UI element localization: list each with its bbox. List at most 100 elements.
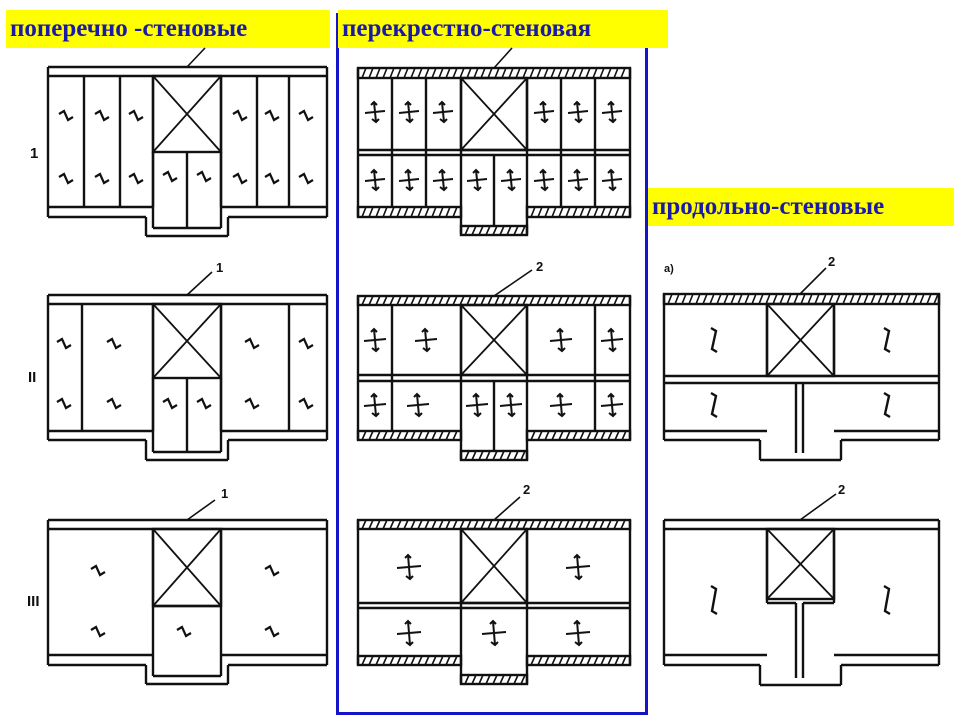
hatch-stroke bbox=[478, 450, 484, 461]
hatch-stroke bbox=[487, 67, 493, 79]
hatch-stroke bbox=[513, 450, 519, 461]
hatched-wall bbox=[356, 429, 463, 442]
callout-leader bbox=[799, 267, 827, 295]
hatch-stroke bbox=[537, 206, 543, 218]
stair-cell bbox=[459, 303, 529, 377]
hatch-stroke bbox=[620, 519, 626, 530]
two-way-span-arrow-icon bbox=[601, 100, 623, 124]
hatch-stroke bbox=[499, 674, 505, 685]
hatch-stroke bbox=[536, 67, 542, 79]
hatch-stroke bbox=[571, 519, 577, 530]
hatch-stroke bbox=[621, 655, 627, 666]
hatch-stroke bbox=[551, 430, 557, 441]
hatch-stroke bbox=[459, 295, 465, 306]
hatch-stroke bbox=[564, 67, 570, 79]
hatch-stroke bbox=[389, 519, 395, 530]
plan-longitudinal-1 bbox=[662, 267, 941, 462]
hatch-stroke bbox=[445, 655, 451, 666]
transverse-span-arrow-icon bbox=[58, 172, 74, 185]
hatch-stroke bbox=[695, 293, 701, 305]
hatch-stroke bbox=[417, 295, 423, 306]
hatch-stroke bbox=[471, 450, 477, 461]
transverse-span-arrow-icon bbox=[196, 397, 212, 410]
hatch-stroke bbox=[621, 430, 627, 441]
hatch-stroke bbox=[389, 206, 395, 218]
hatch-stroke bbox=[424, 430, 430, 441]
hatch-stroke bbox=[537, 655, 543, 666]
stair-cross-icon bbox=[766, 303, 835, 377]
row-marker-3: III bbox=[27, 593, 40, 610]
hatch-stroke bbox=[466, 67, 472, 79]
hatch-stroke bbox=[536, 519, 542, 530]
transverse-span-arrow-icon bbox=[128, 109, 144, 122]
stair-cell bbox=[151, 527, 223, 608]
hatch-stroke bbox=[520, 225, 526, 236]
hatch-stroke bbox=[529, 67, 535, 79]
hatch-stroke bbox=[558, 206, 564, 218]
hatch-stroke bbox=[485, 450, 491, 461]
hatch-stroke bbox=[485, 674, 491, 685]
hatch-stroke bbox=[558, 430, 564, 441]
hatch-stroke bbox=[585, 295, 591, 306]
plan-cross-2 bbox=[356, 269, 632, 462]
hatch-stroke bbox=[585, 519, 591, 530]
hatch-stroke bbox=[912, 293, 918, 305]
hatch-stroke bbox=[513, 225, 519, 236]
callout-number-l3: 2 bbox=[838, 482, 845, 497]
hatch-stroke bbox=[471, 225, 477, 236]
two-way-span-arrow-icon bbox=[432, 100, 454, 124]
hatch-stroke bbox=[464, 674, 470, 685]
stair-cross-icon bbox=[152, 528, 222, 607]
callout-leader bbox=[493, 47, 513, 69]
plan-cross-3 bbox=[356, 496, 632, 686]
hatch-stroke bbox=[368, 206, 374, 218]
hatch-stroke bbox=[565, 655, 571, 666]
stair-cross-icon bbox=[152, 303, 222, 379]
hatch-stroke bbox=[396, 655, 402, 666]
plan-transverse-3 bbox=[46, 499, 329, 686]
stair-cell bbox=[151, 74, 223, 154]
hatch-stroke bbox=[375, 295, 381, 306]
hatch-stroke bbox=[688, 293, 694, 305]
two-way-span-arrow-icon bbox=[600, 327, 624, 353]
hatch-stroke bbox=[614, 206, 620, 218]
transverse-span-arrow-icon bbox=[128, 172, 144, 185]
hatch-stroke bbox=[877, 293, 883, 305]
hatch-stroke bbox=[529, 295, 535, 306]
hatch-stroke bbox=[565, 206, 571, 218]
hatch-stroke bbox=[396, 206, 402, 218]
hatch-stroke bbox=[389, 295, 395, 306]
hatch-stroke bbox=[375, 519, 381, 530]
callout-leader bbox=[493, 496, 521, 521]
hatch-stroke bbox=[438, 206, 444, 218]
hatch-stroke bbox=[758, 293, 764, 305]
hatch-stroke bbox=[424, 206, 430, 218]
hatch-stroke bbox=[530, 655, 536, 666]
hatch-stroke bbox=[417, 67, 423, 79]
hatch-stroke bbox=[382, 206, 388, 218]
hatch-stroke bbox=[361, 430, 367, 441]
longitudinal-span-arrow-icon bbox=[883, 391, 891, 419]
callout-leader bbox=[799, 493, 837, 521]
hatch-stroke bbox=[842, 293, 848, 305]
hatch-stroke bbox=[417, 519, 423, 530]
hatch-stroke bbox=[558, 655, 564, 666]
hatch-stroke bbox=[835, 293, 841, 305]
hatch-stroke bbox=[926, 293, 932, 305]
transverse-span-arrow-icon bbox=[298, 109, 314, 122]
hatch-stroke bbox=[452, 430, 458, 441]
longitudinal-span-arrow-icon bbox=[883, 584, 891, 616]
variant-label-a: а) bbox=[664, 263, 674, 275]
hatch-stroke bbox=[884, 293, 890, 305]
hatch-stroke bbox=[501, 67, 507, 79]
hatch-stroke bbox=[494, 295, 500, 306]
label-transverse-wall: поперечно -стеновые bbox=[6, 10, 330, 48]
transverse-span-arrow-icon bbox=[264, 625, 280, 638]
hatch-stroke bbox=[396, 519, 402, 530]
hatch-stroke bbox=[919, 293, 925, 305]
hatch-stroke bbox=[438, 655, 444, 666]
stair-cross-icon bbox=[460, 304, 528, 376]
hatched-wall bbox=[525, 429, 632, 442]
hatch-stroke bbox=[445, 206, 451, 218]
hatch-stroke bbox=[389, 430, 395, 441]
